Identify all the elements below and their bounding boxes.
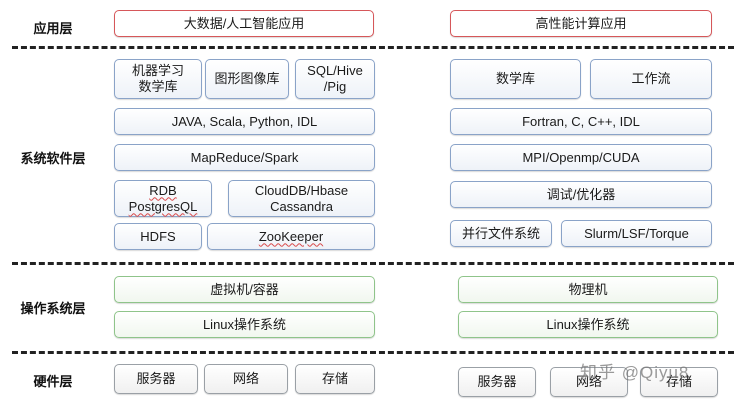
rdb-postgresql-label: RDB PostgresQL <box>128 182 198 214</box>
layer-label-application: 应用层 <box>33 21 73 36</box>
zookeeper-label: ZooKeeper <box>258 228 324 244</box>
hdfs-label: HDFS <box>140 228 176 244</box>
debugger-optimizer-label: 调试/优化器 <box>546 186 616 202</box>
divider-os <box>12 351 734 354</box>
linux-os-left: Linux操作系统 <box>114 311 375 338</box>
hardware-right-storage-label: 存储 <box>665 374 692 389</box>
parallel-filesystem-label: 并行文件系统 <box>461 225 540 241</box>
app-hpc-label: 高性能计算应用 <box>535 15 627 31</box>
watermark-zhihu: 知乎 @Qiyu8 <box>580 363 690 382</box>
vm-container: 虚拟机/容器 <box>114 276 375 303</box>
hardware-left-storage-label: 存储 <box>321 371 348 386</box>
hardware-right-server-label: 服务器 <box>477 374 517 389</box>
mpi-openmp-cuda: MPI/Openmp/CUDA <box>450 144 712 171</box>
clouddb-hbase-cassandra: CloudDB/Hbase Cassandra <box>228 180 375 217</box>
zookeeper: ZooKeeper <box>207 223 375 250</box>
mapreduce-spark-label: MapReduce/Spark <box>190 149 299 165</box>
graphics-lib: 图形图像库 <box>205 59 289 99</box>
linux-os-right: Linux操作系统 <box>458 311 718 338</box>
sql-hive-pig-label: SQL/Hive /Pig <box>307 63 363 94</box>
sql-hive-pig: SQL/Hive /Pig <box>295 59 375 99</box>
hardware-right-server: 服务器 <box>458 367 536 397</box>
slurm-lsf-torque-label: Slurm/LSF/Torque <box>584 225 689 241</box>
hpc-languages-label: Fortran, C, C++, IDL <box>522 113 640 129</box>
hardware-left-network: 网络 <box>204 364 288 394</box>
bigdata-languages-label: JAVA, Scala, Python, IDL <box>171 113 318 129</box>
mapreduce-spark: MapReduce/Spark <box>114 144 375 171</box>
layer-label-hardware: 硬件层 <box>33 374 73 389</box>
hdfs: HDFS <box>114 223 202 250</box>
layer-label-os: 操作系统层 <box>20 301 86 316</box>
app-hpc: 高性能计算应用 <box>450 10 712 37</box>
divider-application <box>12 46 734 49</box>
graphics-lib-label: 图形图像库 <box>214 71 280 86</box>
parallel-filesystem: 并行文件系统 <box>450 220 552 247</box>
debugger-optimizer: 调试/优化器 <box>450 181 712 208</box>
app-bigdata-ai-label: 大数据/人工智能应用 <box>183 15 305 31</box>
workflow: 工作流 <box>590 59 712 99</box>
hpc-math-lib: 数学库 <box>450 59 581 99</box>
workflow-label: 工作流 <box>631 71 671 86</box>
hpc-math-lib-label: 数学库 <box>495 71 535 86</box>
divider-system-software <box>12 262 734 265</box>
linux-os-left-label: Linux操作系统 <box>202 316 287 332</box>
hardware-right-network-label: 网络 <box>575 374 602 389</box>
rdb-postgresql: RDB PostgresQL <box>114 180 212 217</box>
ml-math-lib-label: 机器学习 数学库 <box>131 63 184 94</box>
vm-container-label: 虚拟机/容器 <box>210 281 279 297</box>
hardware-left-network-label: 网络 <box>232 371 259 386</box>
clouddb-hbase-cassandra-label: CloudDB/Hbase Cassandra <box>254 182 349 214</box>
mpi-openmp-cuda-label: MPI/Openmp/CUDA <box>522 149 640 165</box>
layer-label-system-software: 系统软件层 <box>20 151 86 166</box>
app-bigdata-ai: 大数据/人工智能应用 <box>114 10 374 37</box>
slurm-lsf-torque: Slurm/LSF/Torque <box>561 220 712 247</box>
hardware-left-server: 服务器 <box>114 364 198 394</box>
linux-os-right-label: Linux操作系统 <box>546 316 630 332</box>
hardware-right-network: 网络 <box>550 367 628 397</box>
physical-machine-label: 物理机 <box>568 281 608 297</box>
ml-math-lib: 机器学习 数学库 <box>114 59 202 99</box>
hpc-languages: Fortran, C, C++, IDL <box>450 108 712 135</box>
bigdata-languages: JAVA, Scala, Python, IDL <box>114 108 375 135</box>
hardware-left-storage: 存储 <box>295 364 375 394</box>
hardware-right-storage: 存储 <box>640 367 718 397</box>
physical-machine: 物理机 <box>458 276 718 303</box>
hardware-left-server-label: 服务器 <box>136 371 176 386</box>
